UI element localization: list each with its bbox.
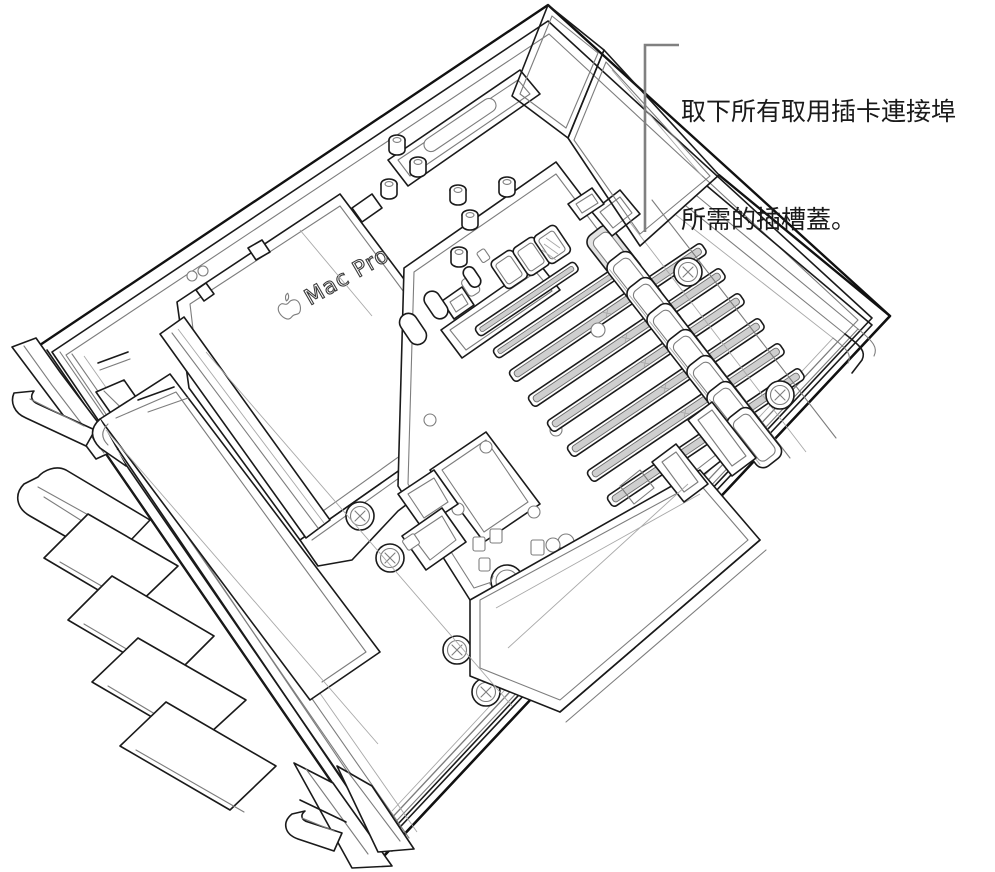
pcie-slot-connectors bbox=[474, 241, 807, 509]
top-rail-detail bbox=[351, 69, 541, 223]
drive-bay-assembly bbox=[17, 373, 381, 813]
pcie-slot-covers bbox=[567, 187, 837, 473]
chassis-foot-bottom bbox=[285, 762, 415, 869]
rear-wall-panels bbox=[511, 4, 720, 247]
lower-cover-panel bbox=[469, 469, 767, 723]
callout-line-1: 取下所有取用插卡連接埠 bbox=[681, 97, 957, 126]
callout-leader-line bbox=[643, 43, 679, 232]
callout-line-2: 所需的插槽蓋。 bbox=[681, 205, 857, 234]
surface-hairlines bbox=[105, 229, 689, 745]
callout-text: 取下所有取用插卡連接埠 所需的插槽蓋。 bbox=[681, 22, 981, 310]
board-edge-rib bbox=[619, 401, 757, 505]
cpu-socket bbox=[429, 431, 541, 543]
